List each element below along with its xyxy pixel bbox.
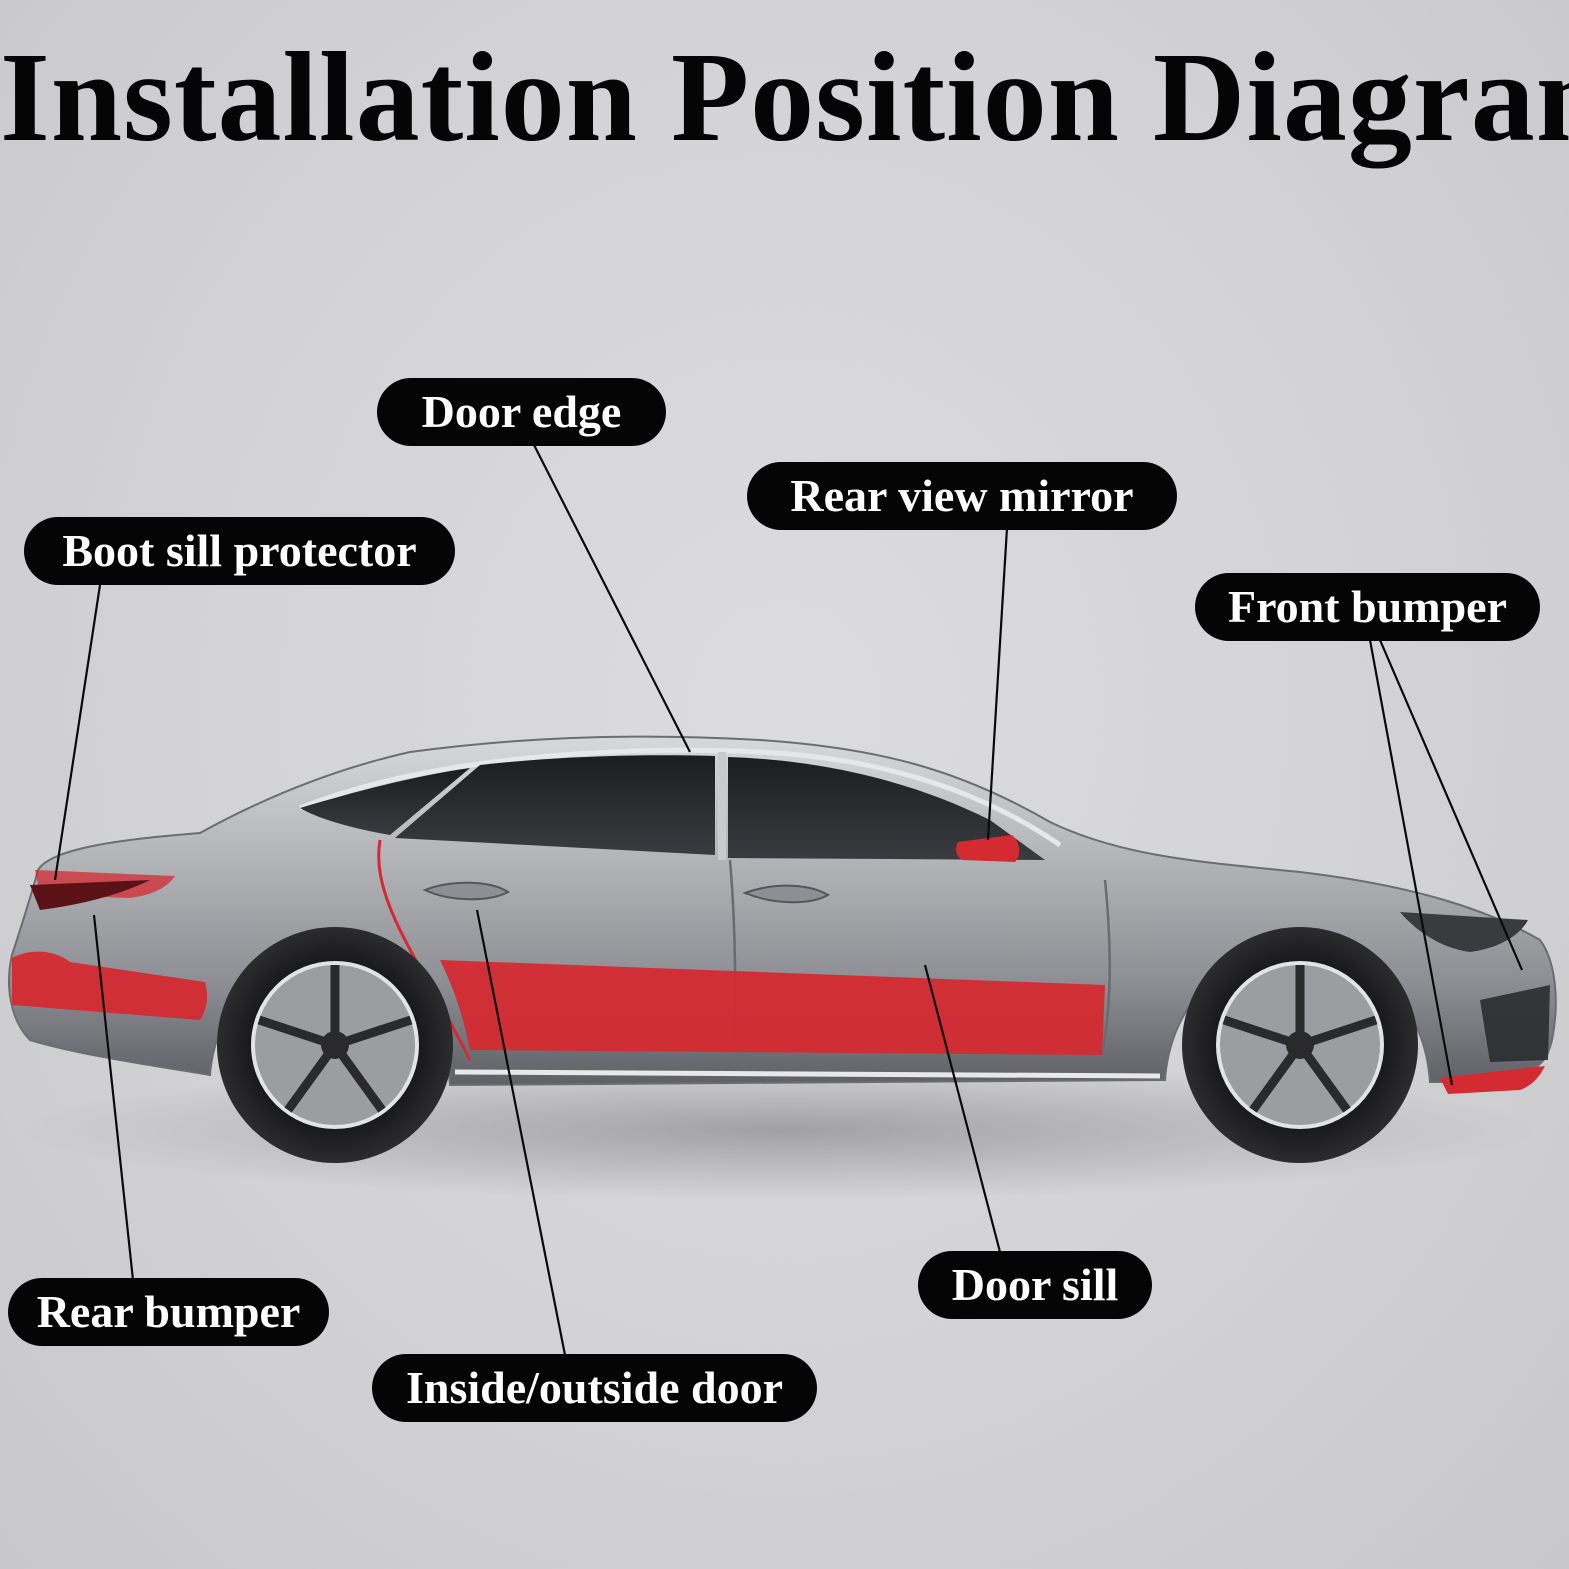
leader-front-bumper-a xyxy=(1368,639,1454,1086)
highlight-front-bumper xyxy=(1440,1066,1545,1094)
leader-front-bumper-b xyxy=(1378,639,1524,971)
page-title: Installation Position Diagram xyxy=(0,26,1569,168)
front-wheel xyxy=(1182,927,1418,1163)
highlighted-areas xyxy=(12,835,1545,1094)
highlight-rear-view-mirror xyxy=(956,835,1020,862)
leader-rear-bumper xyxy=(92,914,135,1281)
label-front-bumper: Front bumper xyxy=(1195,573,1540,641)
label-inside-outside-door: Inside/outside door xyxy=(372,1354,817,1422)
rear-window xyxy=(300,768,470,835)
label-door-sill: Door sill xyxy=(918,1251,1152,1319)
front-door-handle xyxy=(742,884,830,904)
highlight-door-edge xyxy=(377,839,472,1061)
highlight-rear-bumper xyxy=(12,951,208,1020)
leader-lines xyxy=(53,442,1524,1356)
headlight xyxy=(1400,912,1528,952)
front-grille xyxy=(1480,985,1550,1062)
front-door-window xyxy=(728,757,1045,860)
label-door-edge: Door edge xyxy=(377,378,666,446)
leader-door-edge xyxy=(532,442,691,753)
leader-boot-sill xyxy=(53,584,102,881)
highlight-door-sill xyxy=(440,960,1105,1055)
rear-door-handle xyxy=(422,881,510,901)
taillight xyxy=(30,880,150,910)
rear-door-window xyxy=(395,755,715,855)
label-rear-view-mirror: Rear view mirror xyxy=(747,462,1177,530)
leader-inside-outside-door xyxy=(475,909,567,1356)
label-rear-bumper: Rear bumper xyxy=(8,1278,329,1346)
leader-rear-view-mirror xyxy=(986,527,1009,841)
label-boot-sill-protector: Boot sill protector xyxy=(24,517,455,585)
rear-wheel xyxy=(217,927,453,1163)
leader-door-sill xyxy=(923,964,1002,1253)
